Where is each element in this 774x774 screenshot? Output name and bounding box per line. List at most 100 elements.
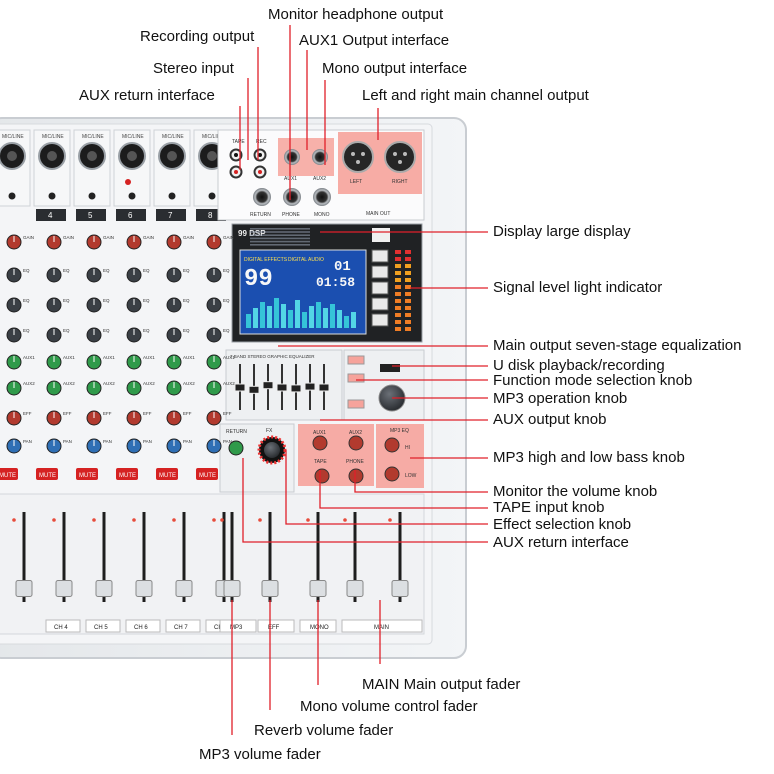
spectrum-bar (267, 306, 272, 328)
main-out-label: MAIN OUT (366, 211, 390, 217)
callout-reverb-volume-fader: Reverb volume fader (254, 722, 394, 739)
callout-display-large-display: Display large display (493, 223, 631, 240)
channel-label: CH 7 (174, 625, 188, 631)
peak-led (258, 518, 262, 522)
xlr-pin (398, 160, 402, 164)
pad-switch (128, 192, 136, 200)
fader-cap (55, 580, 73, 597)
xlr-combo-center (207, 151, 217, 161)
fader-cap (391, 580, 409, 597)
fader-cap (15, 580, 33, 597)
level-led-left (395, 250, 401, 254)
level-led-right (405, 257, 411, 261)
peak-led (12, 518, 16, 522)
xlr-combo-center (167, 151, 177, 161)
knob-label: AUX1 (223, 355, 235, 360)
callout-lr-main-channel-output: Left and right main channel output (362, 87, 589, 104)
mute-label: MUTE (199, 473, 216, 479)
level-led-right (405, 250, 411, 254)
mic-line-label: MIC/LINE (82, 134, 104, 140)
phone-knob-label: PHONE (346, 459, 364, 465)
channel-label-box (125, 619, 161, 633)
aux-knob (348, 468, 364, 484)
channel-label: CH 5 (94, 625, 108, 631)
callout-recording-output: Recording output (140, 28, 255, 45)
bus-label: EFF (268, 625, 280, 631)
knob-label: AUX1 (183, 355, 195, 360)
channel-number: 6 (128, 211, 133, 220)
rec-label: REC (256, 139, 267, 145)
aux2-knob-label: AUX2 (349, 430, 362, 436)
display-track-number: 01 (334, 259, 351, 275)
peak-led (388, 518, 392, 522)
mp3-eq-label: MP3 EQ (390, 428, 409, 434)
knob-label: EQ (143, 298, 150, 303)
display-title-effects: DIGITAL EFFECTS (244, 257, 288, 263)
xlr-combo-center (7, 151, 17, 161)
menu-text-line (250, 244, 310, 246)
knob-label: EQ (183, 328, 190, 333)
knob-label: AUX1 (143, 355, 155, 360)
peak-led (212, 518, 216, 522)
menu-text-line (250, 228, 310, 230)
mute-button (116, 468, 138, 480)
knob-label: EQ (143, 328, 150, 333)
knob-label: GAIN (63, 235, 74, 240)
callout-mp3-operation-knob: MP3 operation knob (493, 390, 628, 407)
callout-effect-selection-knob: Effect selection knob (493, 516, 632, 533)
knob-label: AUX1 (23, 355, 35, 360)
display-brand: 99 DSP (238, 229, 266, 238)
knob-label: EQ (23, 328, 30, 333)
fx-selection-knob (264, 442, 280, 458)
knob-label: EQ (23, 268, 30, 273)
spectrum-bar (316, 302, 321, 328)
bus-label-box (341, 619, 423, 633)
spectrum-bar (260, 302, 265, 328)
tape-knob-label: TAPE (314, 459, 327, 465)
level-led-right (405, 285, 411, 289)
pad-switch (88, 192, 96, 200)
channel-number-tab (76, 209, 106, 221)
quarter-inch-jack (253, 188, 271, 206)
phantom-led (125, 179, 131, 185)
knob-label: EQ (223, 328, 230, 333)
mic-line-label: MIC/LINE (2, 134, 24, 140)
quarter-inch-jack (313, 188, 331, 206)
pad-switch (48, 192, 56, 200)
knob-label: AUX2 (63, 381, 75, 386)
callout-aux-return-interface-bottom: AUX return interface (493, 534, 629, 551)
knob-label: AUX1 (103, 355, 115, 360)
knob-label: EQ (63, 268, 70, 273)
spectrum-bar (281, 304, 286, 328)
return-label: RETURN (226, 429, 247, 435)
peak-led (92, 518, 96, 522)
mic-line-label: MIC/LINE (42, 134, 64, 140)
fader-cap (261, 580, 279, 597)
knob-label: AUX1 (63, 355, 75, 360)
mute-label: MUTE (79, 473, 96, 479)
mp3-eq-knob (384, 466, 400, 482)
rca-center (258, 153, 262, 157)
level-led-right (405, 278, 411, 282)
channel-label-box (165, 619, 201, 633)
peak-led (132, 518, 136, 522)
fader-slot (62, 512, 66, 602)
mode-button-1 (347, 355, 365, 365)
mute-label: MUTE (39, 473, 56, 479)
level-led-left (395, 306, 401, 310)
xlr-pin (361, 152, 365, 156)
aux-out-jack (284, 149, 300, 165)
return-knob (228, 440, 244, 456)
mute-button (196, 468, 218, 480)
spectrum-bar (302, 312, 307, 328)
return-jack-label: RETURN (250, 212, 271, 218)
mute-label: MUTE (0, 473, 16, 479)
level-led-left (395, 320, 401, 324)
bus-label: MONO (310, 625, 329, 631)
callout-monitor-headphone-output: Monitor headphone output (268, 6, 444, 23)
fader-cap (223, 580, 241, 597)
spectrum-bar (246, 314, 251, 328)
callout-main-output-eq: Main output seven-stage equalization (493, 337, 742, 354)
bit-depth-badge (372, 228, 390, 242)
mute-label: MUTE (119, 473, 136, 479)
